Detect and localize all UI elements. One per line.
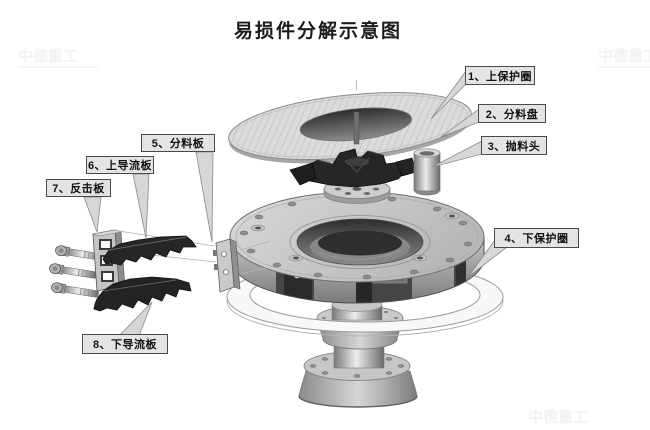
label-4-lower-protection-ring: 4、下保护圈 bbox=[494, 228, 579, 248]
leader-line-8 bbox=[118, 301, 153, 337]
label-1-upper-protection-ring: 1、上保护圈 bbox=[465, 66, 535, 85]
leader-line-7 bbox=[83, 196, 102, 233]
watermark-underline bbox=[18, 66, 98, 68]
bolt bbox=[55, 245, 103, 261]
upper-guide-plate bbox=[102, 235, 197, 266]
rotor-shaft bbox=[353, 111, 360, 145]
leader-line-6 bbox=[132, 173, 150, 239]
bolt bbox=[49, 263, 97, 279]
label-8-lower-guide-plate: 8、下导流板 bbox=[82, 334, 168, 354]
label-3-throw-head: 3、抛料头 bbox=[481, 136, 547, 155]
watermark: 中德重工 bbox=[18, 48, 79, 65]
lower-guide-plate bbox=[93, 276, 192, 312]
pedestal-base bbox=[298, 298, 418, 408]
watermark-underline bbox=[598, 66, 650, 68]
rotor-body bbox=[229, 191, 485, 304]
leader-lines bbox=[83, 69, 508, 337]
throw-head-cylinder bbox=[413, 148, 441, 196]
watermark: 中德重工 bbox=[528, 409, 589, 426]
label-7-impact-plate: 7、反击板 bbox=[46, 179, 111, 197]
rotor-top-counterbores bbox=[250, 212, 460, 262]
diagram-title: 易损件分解示意图 bbox=[233, 21, 402, 42]
distribution-board bbox=[213, 238, 241, 293]
label-5-distribution-board: 5、分料板 bbox=[141, 134, 215, 152]
leader-line-5 bbox=[195, 151, 214, 243]
label-6-upper-guide-plate: 6、上导流板 bbox=[86, 156, 154, 174]
watermark: 中德重工 bbox=[598, 48, 650, 65]
bolt bbox=[51, 282, 99, 298]
mounting-bolts bbox=[49, 245, 103, 298]
upper-protection-ring-disc bbox=[228, 92, 472, 164]
throw-head-rotor bbox=[289, 148, 417, 188]
label-2-distributor-plate: 2、分料盘 bbox=[478, 104, 546, 123]
